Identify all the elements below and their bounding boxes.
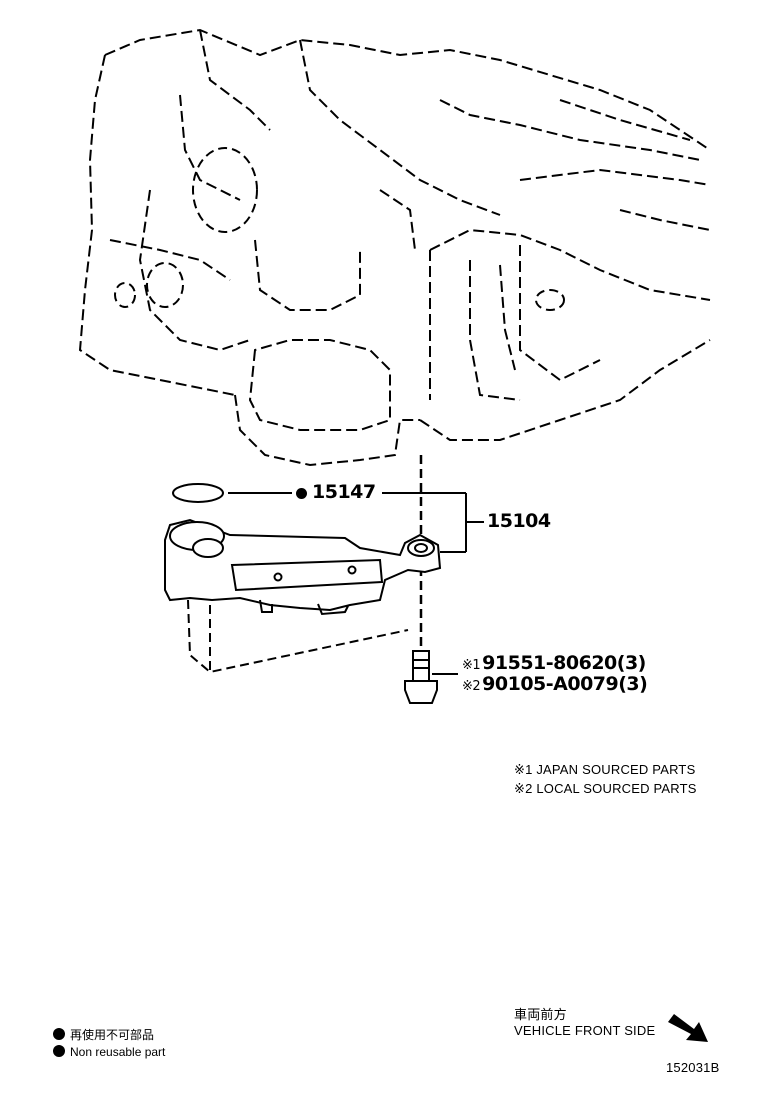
local-mark: ※2 — [462, 679, 481, 694]
legend-label-jp: 再使用不可部品 — [70, 1028, 155, 1042]
arrow-down-right-icon — [668, 1014, 708, 1042]
japan-mark: ※1 — [462, 658, 481, 673]
part-number-15147: 15147 — [312, 481, 376, 503]
oil-strainer-assembly — [164, 518, 442, 616]
part-number-15104: 15104 — [487, 510, 551, 532]
filled-dot-icon — [53, 1045, 65, 1057]
o-ring-15147 — [172, 483, 224, 503]
legend-non-reusable-jp: 再使用不可部品 — [53, 1026, 154, 1043]
vehicle-front-label-en: VEHICLE FRONT SIDE — [514, 1023, 656, 1038]
part-number-91551-80620: 91551-80620(3) — [482, 652, 646, 674]
flange-bolt — [404, 650, 438, 704]
vehicle-front-label-jp: 車両前方 — [514, 1007, 567, 1022]
note-local-sourced: ※2 LOCAL SOURCED PARTS — [514, 781, 697, 796]
strainer-phantom-outline — [187, 599, 409, 674]
part-number-90105-A0079: 90105-A0079(3) — [482, 673, 648, 695]
note-japan-sourced: ※1 JAPAN SOURCED PARTS — [514, 762, 696, 777]
legend-non-reusable-en: Non reusable part — [53, 1045, 165, 1059]
legend-label-en: Non reusable part — [70, 1045, 166, 1059]
engine-bores — [114, 147, 565, 311]
engine-block-outline — [78, 28, 711, 467]
figure-id: 152031B — [666, 1060, 720, 1075]
non-reusable-dot-icon — [296, 488, 307, 499]
filled-dot-icon — [53, 1028, 65, 1040]
callout-15147: 15147 — [296, 481, 376, 503]
leader-lines — [228, 492, 484, 675]
